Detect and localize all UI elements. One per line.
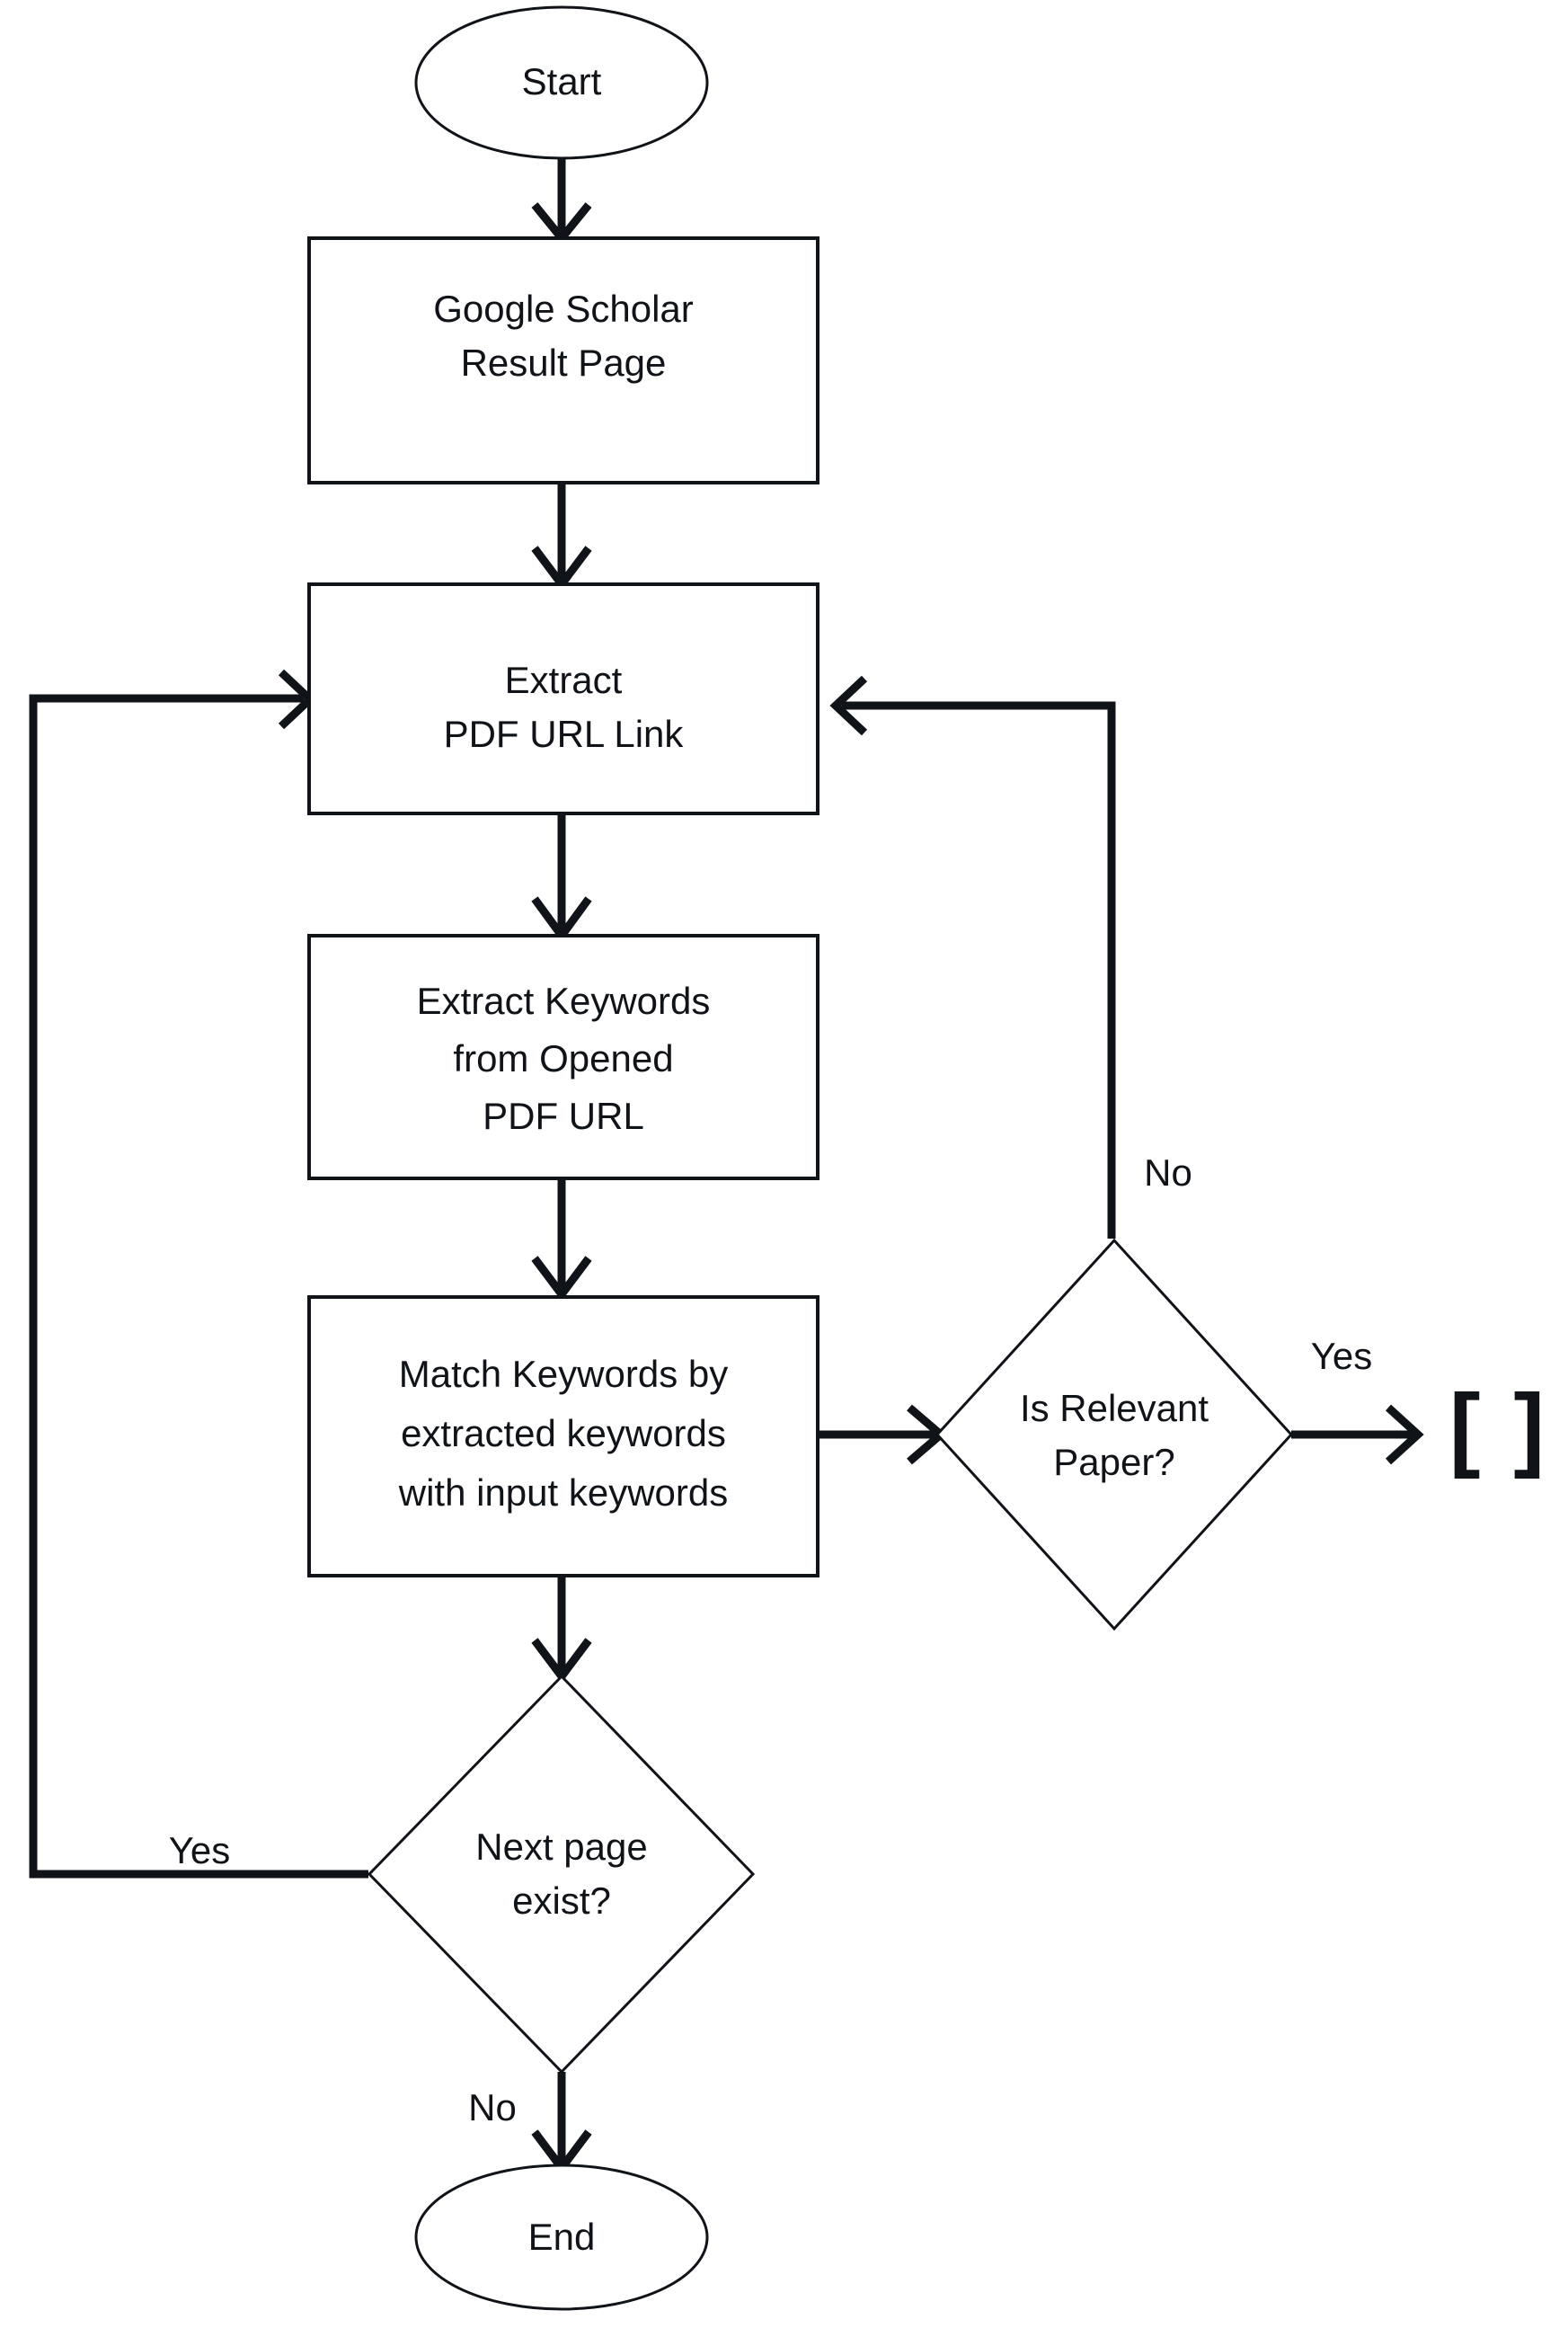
node-match-keywords[interactable]: Match Keywords by extracted keywords wit…: [307, 1295, 819, 1577]
node-result-list-symbol[interactable]: [ ]: [1449, 1375, 1548, 1479]
edge-extract-url-to-extract-keywords: [531, 813, 592, 943]
node-extract-keywords-from-pdf-url[interactable]: Extract Keywords from Opened PDF URL: [307, 934, 819, 1180]
node-end[interactable]: End: [414, 2164, 709, 2311]
node-next-page-exist-decision[interactable]: Next page exist?: [367, 1674, 756, 2075]
node-google-scholar-result-page-label-line1: Google Scholar: [433, 288, 694, 330]
edge-label-is-relevant-yes: Yes: [1311, 1335, 1373, 1377]
node-extract-keywords-label-line3: PDF URL: [483, 1095, 644, 1137]
edge-label-next-page-yes: Yes: [169, 1829, 231, 1871]
edge-extract-keywords-to-match-keywords: [531, 1177, 592, 1302]
edge-scholar-page-to-extract-url: [531, 484, 592, 591]
node-google-scholar-result-page-label-line2: Result Page: [461, 342, 667, 384]
node-is-relevant-paper-label-line1: Is Relevant: [1020, 1387, 1209, 1429]
edge-match-keywords-to-is-relevant: [819, 1404, 947, 1465]
node-is-relevant-paper-label-line2: Paper?: [1053, 1441, 1174, 1483]
node-extract-keywords-label-line2: from Opened: [453, 1037, 673, 1080]
edge-label-is-relevant-no: No: [1144, 1151, 1192, 1194]
node-google-scholar-result-page[interactable]: Google Scholar Result Page: [307, 236, 819, 484]
edge-match-keywords-to-next-page: [531, 1575, 592, 1684]
node-extract-pdf-url-link-label-line2: PDF URL Link: [444, 713, 685, 755]
node-extract-keywords-label-line1: Extract Keywords: [417, 980, 711, 1022]
edge-next-page-no-to-end: [531, 2072, 592, 2175]
node-extract-pdf-url-link[interactable]: Extract PDF URL Link: [307, 582, 819, 815]
edge-next-page-yes-loop: [29, 669, 368, 1879]
node-extract-pdf-url-link-label-line1: Extract: [505, 659, 623, 701]
node-end-label: End: [528, 2216, 596, 2258]
node-match-keywords-label-line2: extracted keywords: [401, 1412, 726, 1454]
edge-is-relevant-no-loop: [829, 675, 1116, 1239]
node-match-keywords-label-line3: with input keywords: [398, 1471, 729, 1514]
node-start-label: Start: [522, 60, 602, 102]
node-match-keywords-label-line1: Match Keywords by: [399, 1353, 728, 1395]
edge-label-next-page-no: No: [468, 2086, 517, 2128]
node-next-page-exist-label-line1: Next page: [475, 1826, 647, 1868]
edge-is-relevant-yes-to-result-list: [1291, 1404, 1424, 1465]
node-result-list-label: [ ]: [1449, 1375, 1548, 1479]
node-next-page-exist-label-line2: exist?: [512, 1879, 611, 1922]
node-is-relevant-paper-decision[interactable]: Is Relevant Paper?: [935, 1238, 1294, 1631]
node-start[interactable]: Start: [414, 5, 709, 160]
